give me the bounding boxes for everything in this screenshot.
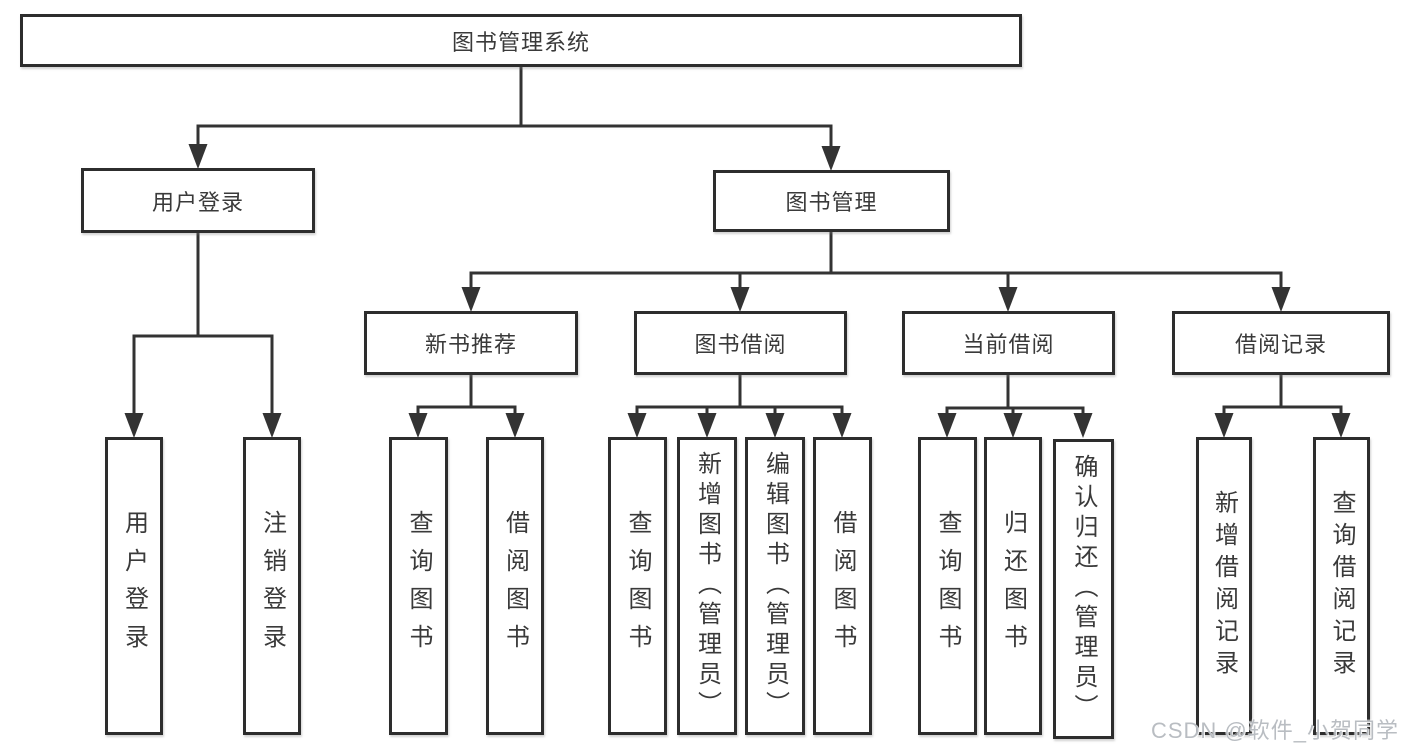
leaf-query-books-borrow: 查询图书 (608, 437, 667, 735)
leaf-label: 查询图书 (405, 510, 432, 662)
leaf-add-borrow-record: 新增借阅记录 (1196, 437, 1252, 735)
node-label: 新书推荐 (424, 332, 517, 357)
leaf-label: 查询图书 (934, 510, 961, 662)
leaf-edit-books-admin: 编辑图书（管理员） (745, 437, 805, 735)
leaf-label: 用户登录 (120, 510, 148, 662)
node-current-borrowing: 当前借阅 (902, 311, 1115, 375)
node-user-login: 用户登录 (81, 168, 315, 233)
node-book-borrowing: 图书借阅 (634, 311, 847, 375)
leaf-label: 借阅图书 (829, 510, 856, 662)
leaf-label: 注销登录 (258, 510, 286, 662)
leaf-label: 新增图书（管理员） (693, 451, 721, 721)
leaf-label: 编辑图书（管理员） (761, 451, 789, 721)
node-label: 借阅记录 (1234, 332, 1327, 357)
leaf-label: 借阅图书 (501, 510, 529, 662)
leaf-borrow-books-newbook: 借阅图书 (486, 437, 544, 735)
leaf-label: 查询借阅记录 (1328, 490, 1355, 682)
leaf-logout: 注销登录 (243, 437, 301, 735)
node-label: 图书管理 (785, 190, 878, 215)
leaf-label: 确认归还（管理员） (1070, 454, 1097, 724)
leaf-query-borrow-record: 查询借阅记录 (1313, 437, 1370, 735)
leaf-user-login: 用户登录 (105, 437, 163, 735)
leaf-borrow-books-borrow: 借阅图书 (813, 437, 872, 735)
node-book-management: 图书管理 (713, 170, 950, 232)
leaf-query-books-current: 查询图书 (918, 437, 977, 735)
csdn-watermark: CSDN @软件_小贺同学 (1150, 718, 1399, 743)
node-label: 当前借阅 (962, 332, 1055, 357)
leaf-confirm-return-admin: 确认归还（管理员） (1053, 439, 1114, 739)
leaf-return-books: 归还图书 (984, 437, 1042, 735)
node-library-management-system: 图书管理系统 (20, 14, 1022, 67)
leaf-label: 新增借阅记录 (1210, 490, 1238, 682)
node-new-book-recommendation: 新书推荐 (364, 311, 578, 375)
leaf-query-books-newbook: 查询图书 (389, 437, 448, 735)
node-label: 图书管理系统 (451, 29, 590, 55)
leaf-label: 归还图书 (999, 510, 1027, 662)
node-label: 图书借阅 (694, 332, 787, 357)
leaf-add-books-admin: 新增图书（管理员） (677, 437, 737, 735)
node-label: 用户登录 (151, 189, 244, 215)
leaf-label: 查询图书 (624, 510, 651, 662)
node-borrowing-records: 借阅记录 (1172, 311, 1390, 375)
